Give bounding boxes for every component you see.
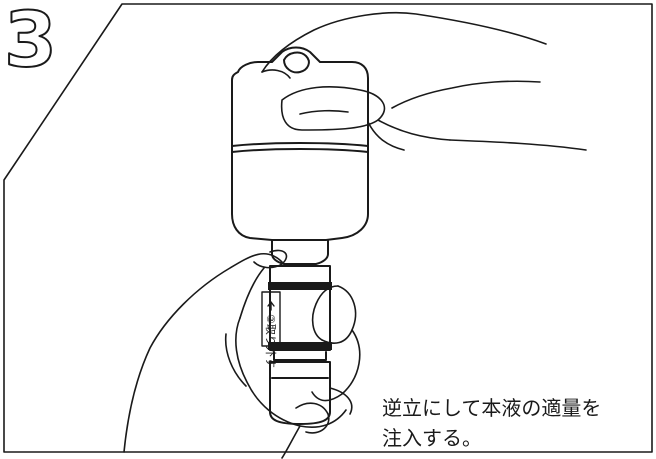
bottle-label: ②取り外す [264, 314, 277, 368]
panel-border [3, 3, 653, 453]
caption-line-1: 逆立にして本液の適量を [382, 396, 602, 420]
large-bottle [231, 46, 369, 241]
instruction-caption: 逆立にして本液の適量を 注入する。 [382, 393, 650, 453]
step-number: 3 [4, 0, 57, 84]
lower-hand [123, 249, 361, 459]
caption-line-2: 注入する。 [382, 426, 482, 450]
small-bottle [261, 239, 332, 425]
upper-hand [261, 11, 587, 151]
